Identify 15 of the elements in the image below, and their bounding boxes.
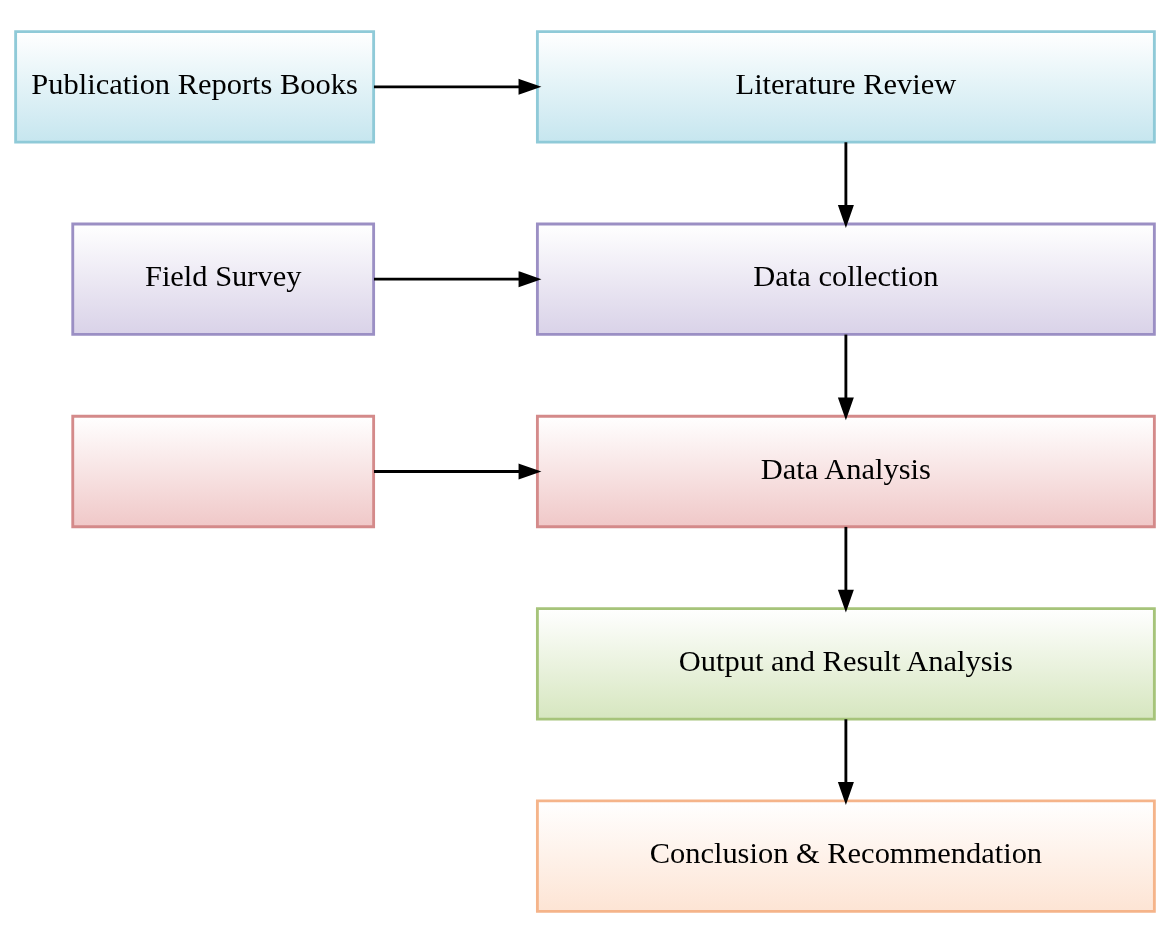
node-box: Data Analysis xyxy=(535,414,1156,529)
node-box: Literature Review xyxy=(535,30,1156,144)
arrow xyxy=(374,271,542,288)
node-box: Conclusion & Recommendation xyxy=(535,799,1156,913)
node-box: Data collection xyxy=(535,222,1156,336)
node-box: Field Survey xyxy=(71,222,376,336)
node-box: Output and Result Analysis xyxy=(535,607,1156,721)
arrow xyxy=(837,334,854,421)
arrow xyxy=(837,526,854,613)
arrow xyxy=(373,78,542,95)
arrow xyxy=(837,719,854,805)
arrow xyxy=(837,142,854,228)
node-box xyxy=(71,414,376,529)
arrow xyxy=(374,463,542,480)
node-box: Publication Reports Books xyxy=(14,30,376,144)
